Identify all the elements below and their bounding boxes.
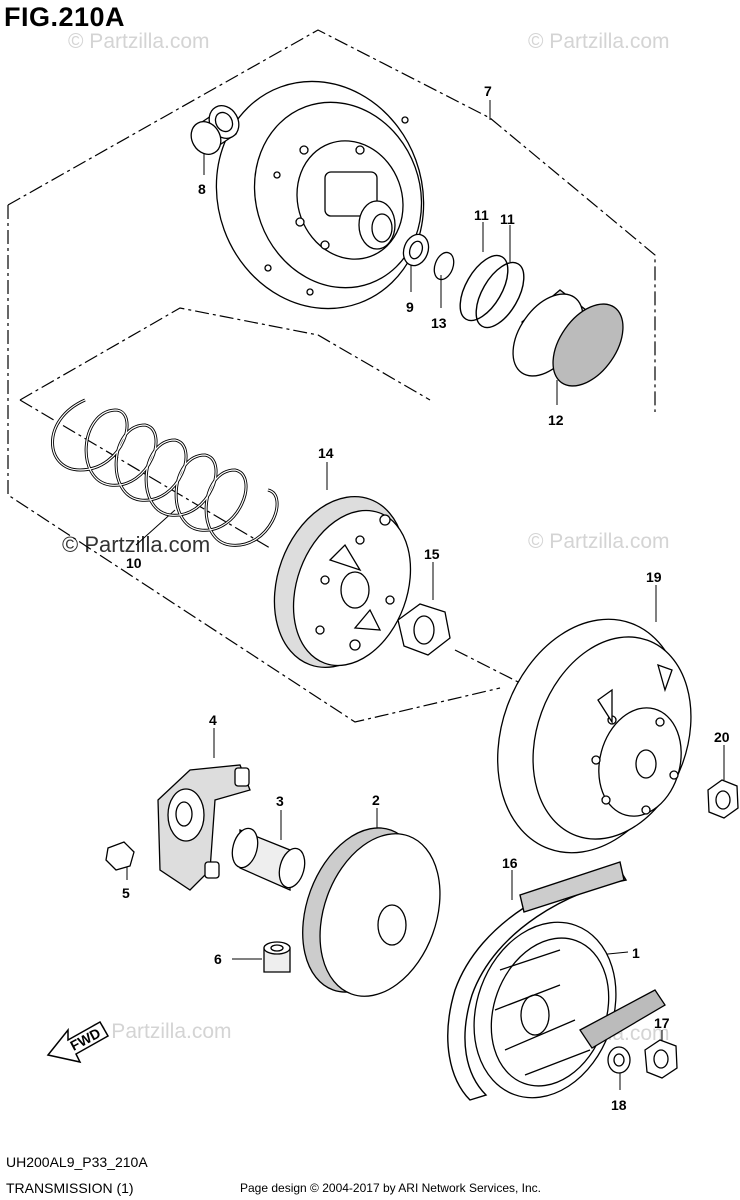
- callout: 17: [654, 1015, 670, 1031]
- watermark: © Partzilla.com: [68, 30, 210, 53]
- clutch-housing-part-19: [497, 618, 692, 854]
- watermark: © Partzilla.com: [528, 30, 670, 53]
- callout: 7: [484, 83, 492, 99]
- movable-drive-face-part-2: [302, 827, 441, 997]
- callout-labels: 7 8 11 11 9 13 12 14 10 15 19 4 20 3 2 5…: [122, 83, 730, 1113]
- callout: 10: [126, 555, 142, 571]
- oil-seal-part-9: [402, 233, 430, 267]
- slider-clip-part-5: [105, 841, 135, 871]
- callout: 8: [198, 181, 206, 197]
- fixed-drive-face-part-1: [473, 921, 666, 1099]
- callout: 19: [646, 569, 662, 585]
- figure-title: FIG.210A: [4, 2, 126, 32]
- guide-cup-part-12: [512, 289, 624, 387]
- callout: 4: [209, 712, 217, 728]
- clutch-nut-part-15: [397, 603, 451, 656]
- circlip-part-13: [433, 251, 455, 281]
- watermark: © Partzilla.com: [528, 530, 670, 553]
- callout: 12: [548, 412, 564, 428]
- spacer-part-6: [263, 941, 291, 973]
- needle-bearing-part-8: [190, 105, 240, 155]
- clutch-shoe-part-14: [273, 495, 412, 669]
- model-code: UH200AL9_P33_210A: [6, 1154, 148, 1170]
- callout: 18: [611, 1097, 627, 1113]
- figure-subtitle: TRANSMISSION (1): [6, 1180, 134, 1196]
- housing-nut-part-20: [707, 779, 739, 819]
- callout: 2: [372, 792, 380, 808]
- drive-nut-part-17: [644, 1039, 678, 1079]
- callout: 16: [502, 855, 518, 871]
- callout: 3: [276, 793, 284, 809]
- callout: 13: [431, 315, 447, 331]
- ramp-plate-part-4: [157, 764, 251, 891]
- secondary-sheave-part-7: [215, 80, 425, 310]
- callout: 20: [714, 729, 730, 745]
- callout: 14: [318, 445, 334, 461]
- spring-part-10: [51, 398, 279, 547]
- drive-belt-part-16: [447, 861, 628, 1101]
- o-ring-part-11: [459, 254, 525, 329]
- callout: 1: [632, 945, 640, 961]
- page-credit: Page design © 2004-2017 by ARI Network S…: [240, 1181, 542, 1195]
- collar-part-3: [231, 827, 306, 891]
- callout: 9: [406, 299, 414, 315]
- callout: 11: [500, 211, 515, 227]
- callout: 11: [474, 207, 489, 223]
- watermark: © Partzilla.com: [90, 1020, 232, 1043]
- washer-part-18: [607, 1046, 631, 1074]
- callout: 5: [122, 885, 130, 901]
- callout: 6: [214, 951, 222, 967]
- callout: 15: [424, 546, 440, 562]
